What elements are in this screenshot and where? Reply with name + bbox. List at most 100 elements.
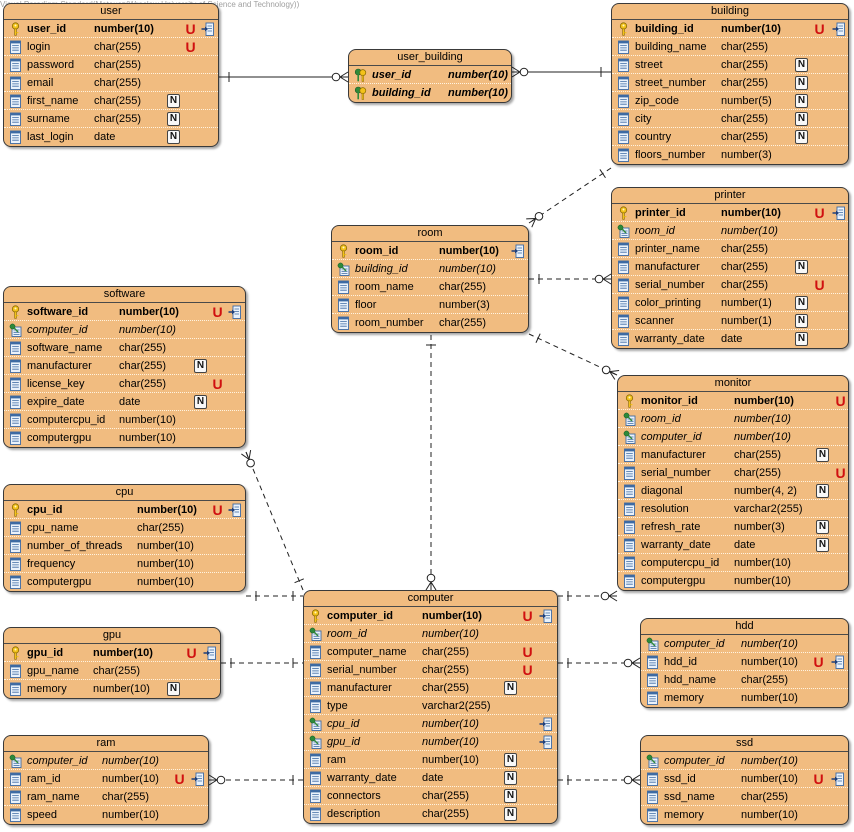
relationship-room-computer[interactable] [425,335,437,591]
relationship-user-user_building[interactable] [219,71,349,83]
relationship-computer-ram[interactable] [208,774,303,786]
relationship-building-room[interactable] [526,167,612,228]
relationship-computer-monitor[interactable] [558,590,618,602]
relationship-computer-ssd[interactable] [558,774,641,786]
relationship-computer-hdd[interactable] [558,657,641,669]
relationship-building-user_building[interactable] [511,66,611,78]
relationship-gpu-computer[interactable] [221,658,303,668]
relationship-computer-software[interactable] [241,450,304,591]
relationship-room-printer[interactable] [529,273,612,285]
